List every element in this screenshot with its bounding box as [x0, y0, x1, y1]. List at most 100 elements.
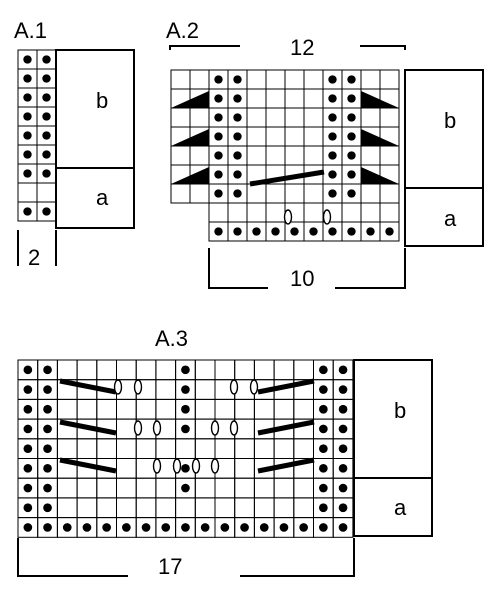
chart-a3-cell [76, 359, 98, 381]
chart-a3-purl-dot [319, 365, 328, 375]
chart-a3-cell [234, 398, 255, 420]
chart-a2-section-a-label: a [444, 206, 457, 231]
chart-a3-purl-dot [338, 424, 348, 434]
chart-a3-title: A.3 [155, 326, 188, 351]
chart-a1-section-b-label: b [96, 88, 108, 113]
chart-a1-purl-dot [23, 169, 32, 178]
chart-a3-section-b-box [353, 359, 433, 479]
chart-a2-purl-dot [233, 189, 242, 198]
chart-a3-cell [135, 359, 157, 381]
chart-a2-cell [265, 145, 286, 166]
chart-a3-purl-dot [338, 385, 348, 394]
chart-a3-purl-dot [23, 483, 33, 493]
chart-a3-purl-dot [43, 523, 52, 532]
chart-a2-cell [246, 69, 267, 90]
chart-a3-purl-dot [338, 365, 348, 375]
chart-a2-purl-dot [347, 113, 356, 122]
chart-a3-section-b-label: b [394, 398, 406, 423]
chart-a2-cell [379, 202, 400, 223]
chart-a3-yarn-over [152, 420, 162, 436]
chart-a3-purl-dot [319, 464, 328, 473]
chart-a3-yarn-over [191, 458, 201, 474]
chart-a3-cell [253, 359, 275, 381]
chart-a3-cell [273, 497, 295, 519]
chart-a1-section-b-box [55, 49, 135, 169]
chart-a2-purl-dot [328, 189, 337, 198]
chart-a3-cell [273, 477, 295, 499]
chart-a2-decrease-triangle [361, 167, 399, 184]
chart-a1-purl-dot [42, 207, 51, 216]
chart-a2-purl-dot [347, 75, 356, 84]
chart-a3-purl-dot [82, 523, 92, 532]
chart-a2: A.2 12 b a 10 [166, 18, 484, 291]
chart-a3-purl-dot [319, 503, 328, 513]
chart-a3-cell [293, 438, 314, 459]
chart-a2-cell [246, 107, 267, 128]
chart-a2-purl-dot [290, 227, 299, 236]
chart-a3-section-boxes [353, 359, 433, 537]
chart-a3-cell [214, 398, 236, 420]
chart-a2-cell [303, 183, 324, 204]
chart-a2-purl-dot [328, 151, 337, 160]
chart-a3-purl-dot [43, 365, 52, 375]
chart-a2-purl-dot [233, 113, 242, 122]
chart-a2-cell [189, 69, 210, 90]
chart-a2-section-b-label: b [444, 108, 456, 133]
chart-a3-grid [17, 359, 354, 538]
chart-a3-cell [234, 458, 255, 479]
chart-a2-cell [303, 107, 324, 128]
chart-a3-purl-dot [161, 523, 171, 532]
chart-a2-decrease-triangle [171, 167, 209, 184]
chart-a3-purl-dot [338, 523, 348, 532]
chart-a3-purl-dot [181, 523, 190, 532]
chart-a3-cell [116, 359, 137, 381]
chart-a3-cell [135, 458, 157, 479]
chart-a2-cell [360, 69, 381, 90]
chart-a1-cell [36, 182, 57, 203]
chart-a3-cell [155, 398, 177, 420]
chart-a1-section-a-label: a [96, 185, 109, 210]
chart-a3-cell [293, 398, 314, 420]
chart-a3-purl-dot [299, 523, 308, 532]
chart-a3-cell [175, 438, 196, 459]
chart-a2-cell [246, 183, 267, 204]
chart-a3-purl-dot [23, 444, 33, 453]
chart-a3-cell [96, 438, 118, 459]
chart-a3-cell [155, 477, 177, 499]
chart-a2-cell [246, 145, 267, 166]
chart-a3-cell [273, 359, 295, 381]
chart-a2-cell [189, 183, 210, 204]
chart-a2-grid [170, 69, 400, 242]
chart-a3-yarn-over [229, 420, 239, 436]
chart-a2-cell [265, 88, 286, 109]
chart-a3-cell [56, 359, 78, 381]
chart-a1-purl-dot [42, 74, 51, 83]
chart-a2-purl-dot [233, 151, 242, 160]
chart-a2-purl-dot [214, 132, 223, 141]
chart-a3-cell [56, 497, 78, 519]
chart-a3-cell [214, 359, 236, 381]
chart-a2-top-count: 12 [290, 35, 314, 60]
chart-a3-purl-dot [319, 404, 328, 414]
chart-a1-purl-dot [23, 74, 32, 83]
chart-a3-cell [116, 458, 137, 479]
chart-a1-purl-dot [23, 131, 32, 140]
chart-a1-stitch-count: 2 [28, 245, 40, 270]
chart-a3-cell [214, 477, 236, 499]
chart-a3-purl-dot [23, 503, 33, 513]
chart-a3-cable-bar [59, 419, 117, 436]
chart-a3-yarn-over [113, 379, 123, 395]
chart-a2-purl-dot [233, 227, 242, 236]
chart-a3-cell [194, 398, 216, 420]
chart-a3-purl-dot [240, 523, 249, 532]
chart-a3-purl-dot [43, 464, 52, 473]
chart-a2-cell [379, 107, 400, 128]
chart-a3-cell [135, 497, 157, 519]
chart-a3-purl-dot [181, 404, 190, 414]
chart-a3-cell [253, 477, 275, 499]
chart-a1: A.1 b a 2 [14, 18, 135, 270]
chart-a3-purl-dot [43, 385, 52, 394]
chart-a3-cell [293, 477, 314, 499]
